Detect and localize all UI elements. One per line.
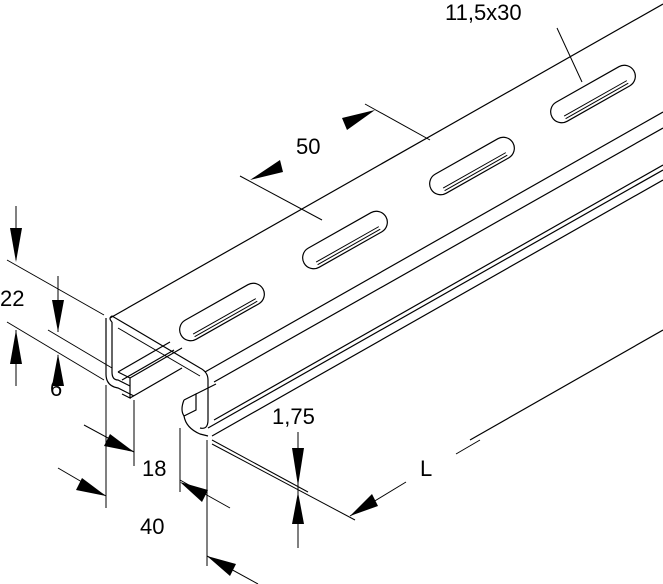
arrow-icon <box>10 330 22 364</box>
rail-body <box>105 3 663 441</box>
arrow-icon <box>207 556 236 576</box>
dimension-thickness: 1,75 <box>211 404 356 548</box>
arrow-icon <box>10 228 22 262</box>
thickness-label: 1,75 <box>272 404 315 429</box>
slot-row <box>179 64 636 342</box>
arrow-icon <box>52 354 64 386</box>
arrow-icon <box>292 492 304 524</box>
dimension-width: 40 <box>140 428 259 584</box>
opening-label: 18 <box>142 456 166 481</box>
lip-height-label: 6 <box>50 376 62 401</box>
arrow-icon <box>250 160 283 180</box>
arrow-icon <box>52 300 64 332</box>
arrow-icon <box>342 110 375 130</box>
height-label: 22 <box>0 286 24 311</box>
slot <box>179 282 265 342</box>
dimension-opening: 18 <box>57 385 166 508</box>
slot <box>429 136 515 196</box>
slot-pitch-label: 50 <box>296 134 320 159</box>
arrow-icon <box>76 478 106 496</box>
slot-size-label: 11,5x30 <box>445 0 522 25</box>
arrow-icon <box>292 448 304 486</box>
dimension-height: 22 <box>0 206 105 386</box>
arrow-icon <box>350 494 378 516</box>
length-label: L <box>420 456 432 481</box>
slot <box>302 210 388 270</box>
arrow-icon <box>104 434 134 452</box>
dimension-slot-pitch: 50 <box>239 103 431 221</box>
width-label: 40 <box>140 514 164 539</box>
dimension-lip-height: 6 <box>47 276 113 401</box>
dimension-length: L <box>349 439 481 517</box>
dimension-slot-size: 11,5x30 <box>445 0 583 83</box>
slot <box>550 64 636 124</box>
arrow-icon <box>180 482 208 502</box>
